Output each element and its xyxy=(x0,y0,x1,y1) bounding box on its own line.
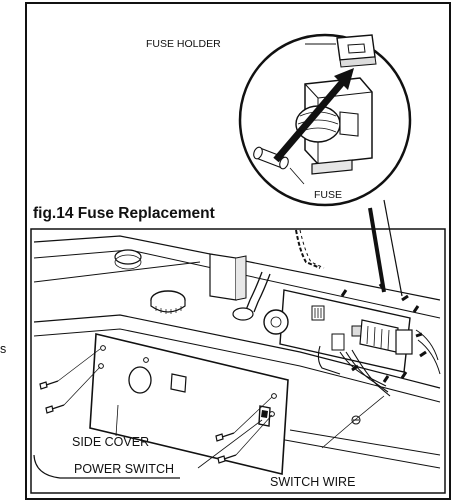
figure-title: fig.14 Fuse Replacement xyxy=(33,205,215,222)
stray-margin-text: s xyxy=(0,342,6,356)
fuse-label: FUSE xyxy=(314,189,342,201)
zoom-line-2 xyxy=(383,199,403,297)
zoom-line-1 xyxy=(368,207,386,293)
switch-wire-label: SWITCH WIRE xyxy=(270,475,355,489)
power-switch-label: POWER SWITCH xyxy=(74,462,174,476)
side-cover-label: SIDE COVER xyxy=(72,435,149,449)
outer-border xyxy=(25,2,451,500)
machine-illustration xyxy=(30,228,446,494)
magnified-view xyxy=(238,33,412,207)
fuse-holder-label: FUSE HOLDER xyxy=(146,38,221,50)
